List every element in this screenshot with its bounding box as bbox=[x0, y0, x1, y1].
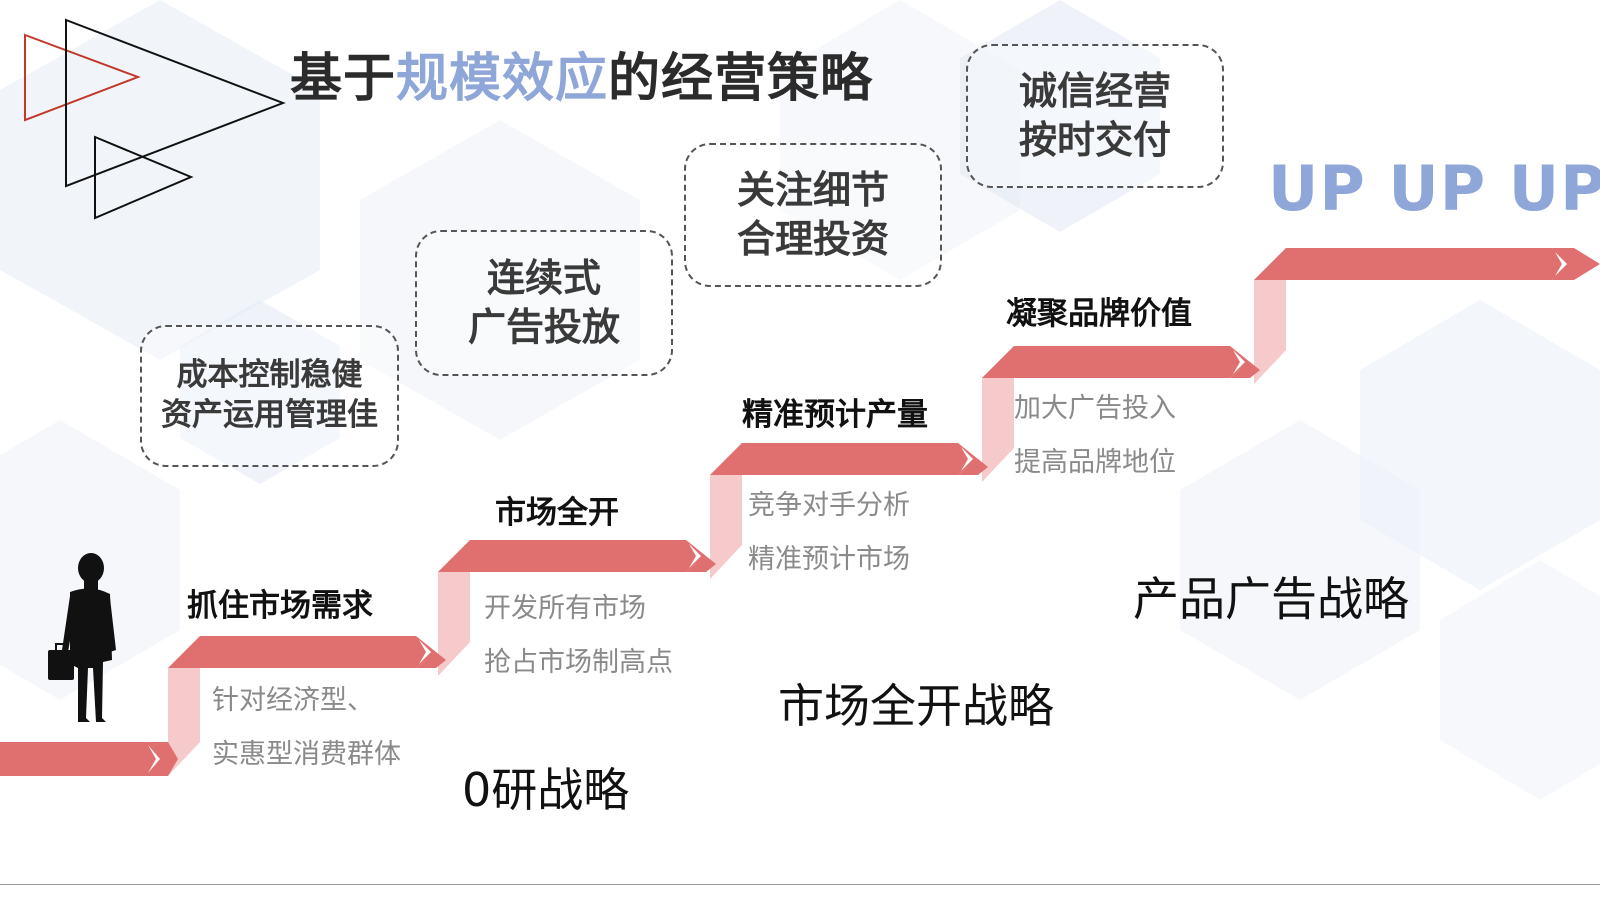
box-2-line2: 广告投放 bbox=[467, 305, 620, 349]
step-2-desc-line2: 抢占市场制高点 bbox=[484, 647, 673, 678]
step-3-description: 竞争对手分析 精准预计市场 bbox=[748, 479, 910, 587]
step-2-title: 市场全开 bbox=[495, 495, 619, 531]
step-4-desc-line1: 加大广告投入 bbox=[1014, 393, 1176, 424]
principle-box-3: 关注细节 合理投资 bbox=[684, 143, 942, 287]
bottom-divider bbox=[0, 884, 1600, 885]
step-1-desc-line1: 针对经济型、 bbox=[212, 685, 374, 716]
principle-box-4: 诚信经营 按时交付 bbox=[966, 44, 1224, 188]
box-4-line2: 按时交付 bbox=[1018, 118, 1171, 162]
box-1-line2: 资产运用管理佳 bbox=[161, 397, 378, 433]
box-3-line2: 合理投资 bbox=[736, 217, 889, 261]
step-4-desc-line2: 提高品牌地位 bbox=[1014, 447, 1176, 478]
strategy-label-2: 市场全开战略 bbox=[778, 679, 1054, 733]
up-label: UP UP UP bbox=[1268, 152, 1600, 225]
step-4-description: 加大广告投入 提高品牌地位 bbox=[1014, 382, 1176, 490]
step-3-title: 精准预计产量 bbox=[742, 397, 928, 433]
page-title: 基于规模效应的经营策略 bbox=[290, 36, 873, 111]
step-4-title: 凝聚品牌价值 bbox=[1006, 296, 1192, 332]
title-part2: 的经营策略 bbox=[608, 49, 874, 109]
step-2-desc-line1: 开发所有市场 bbox=[484, 593, 646, 624]
box-2-line1: 连续式 bbox=[486, 256, 601, 301]
strategy-label-1: 0研战略 bbox=[462, 763, 630, 817]
principle-box-1: 成本控制稳健 资产运用管理佳 bbox=[140, 325, 399, 467]
step-2-description: 开发所有市场 抢占市场制高点 bbox=[484, 582, 673, 690]
step-1-description: 针对经济型、 实惠型消费群体 bbox=[212, 674, 401, 782]
step-3-desc-line1: 竞争对手分析 bbox=[748, 490, 910, 521]
box-4-line1: 诚信经营 bbox=[1018, 69, 1171, 114]
box-3-line1: 关注细节 bbox=[736, 168, 889, 213]
title-part1: 基于 bbox=[290, 49, 397, 109]
title-highlight: 规模效应 bbox=[396, 49, 609, 109]
box-1-line1: 成本控制稳健 bbox=[176, 357, 363, 394]
principle-box-2: 连续式 广告投放 bbox=[415, 230, 673, 376]
strategy-label-3: 产品广告战略 bbox=[1133, 572, 1409, 626]
step-1-desc-line2: 实惠型消费群体 bbox=[212, 739, 401, 770]
step-3-desc-line2: 精准预计市场 bbox=[748, 544, 910, 575]
step-1-title: 抓住市场需求 bbox=[187, 588, 373, 624]
